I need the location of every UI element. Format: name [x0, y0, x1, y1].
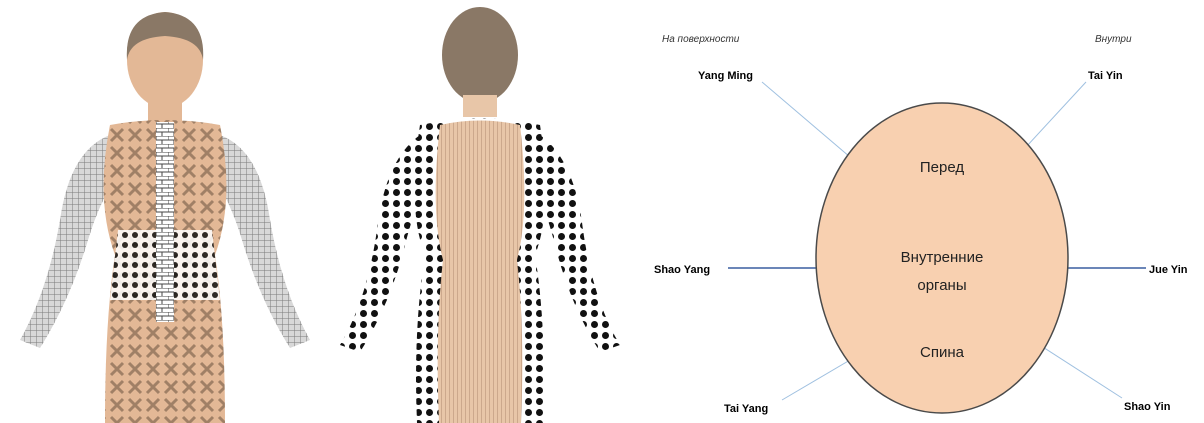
- channel-shao-yang: Shao Yang: [654, 264, 710, 276]
- channels-diagram: Перед Внутренние органы Спина На поверхн…: [640, 0, 1204, 423]
- back-center: [436, 121, 525, 423]
- channel-shao-yin: Shao Yin: [1124, 401, 1171, 413]
- label-front: Перед: [920, 159, 964, 176]
- header-inside: Внутри: [1095, 34, 1132, 45]
- channel-tai-yang: Tai Yang: [724, 403, 768, 415]
- channel-tai-yin: Tai Yin: [1088, 70, 1123, 82]
- center-line: [156, 122, 174, 322]
- head-back: [442, 7, 518, 103]
- right-arm: [212, 135, 310, 348]
- label-inner-organs-2: органы: [917, 277, 966, 294]
- header-surface: На поверхности: [662, 34, 740, 45]
- neck-back: [463, 95, 497, 117]
- channel-jue-yin: Jue Yin: [1149, 264, 1188, 276]
- back-body-figure: [325, 0, 635, 423]
- channel-yang-ming: Yang Ming: [698, 70, 753, 82]
- front-body-figure: [0, 0, 330, 423]
- neck: [148, 100, 182, 122]
- label-back: Спина: [920, 344, 965, 361]
- label-inner-organs-1: Внутренние: [901, 249, 984, 266]
- left-arm: [20, 135, 118, 348]
